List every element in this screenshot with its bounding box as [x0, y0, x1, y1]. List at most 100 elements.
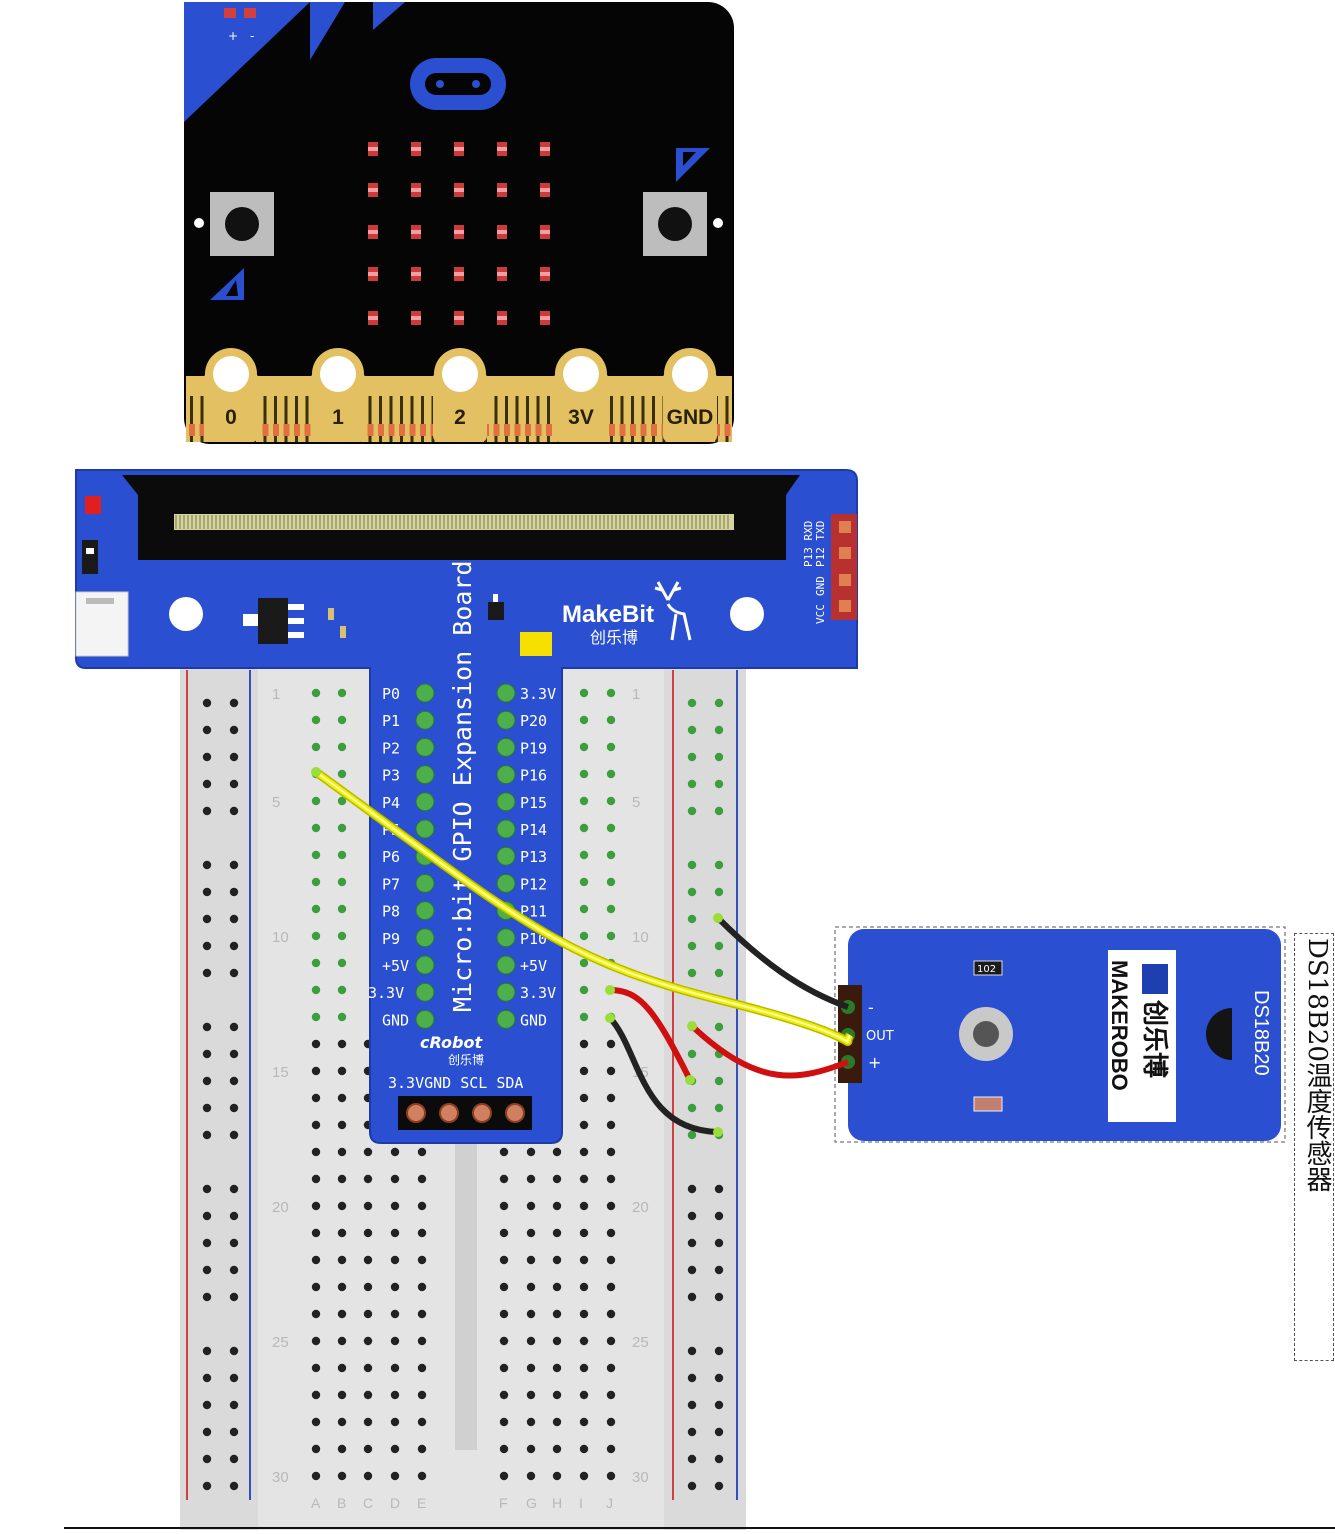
breadboard-hole — [417, 1201, 427, 1211]
transistor — [488, 602, 504, 620]
breadboard-hole — [363, 1174, 373, 1184]
breadboard-hole — [606, 1228, 616, 1238]
breadboard-hole — [202, 752, 212, 762]
resistor — [973, 960, 1003, 976]
pad-hole — [320, 356, 356, 392]
breadboard-hole — [390, 1363, 400, 1373]
wire-end — [687, 1021, 697, 1031]
breadboard-hole — [606, 715, 616, 725]
led-highlight — [368, 316, 378, 320]
breadboard-hole — [337, 1363, 347, 1373]
breadboard-hole — [417, 1417, 427, 1427]
breadboard-hole — [229, 698, 239, 708]
breadboard-hole — [202, 968, 212, 978]
breadboard-hole — [579, 931, 589, 941]
gpio-pin-rows: P0P1P2P3P4P5P6P7P8P9+5V3.3VGND3.3VP20P19… — [368, 683, 556, 1029]
breadboard-hole — [687, 1130, 697, 1140]
breadboard-hole — [229, 1292, 239, 1302]
mount-hole-inner — [973, 1021, 999, 1047]
breadboard-hole — [606, 1120, 616, 1130]
gpio-left-label: +5V — [382, 957, 409, 975]
breadboard-hole — [526, 1201, 536, 1211]
breadboard-hole — [687, 968, 697, 978]
breadboard-hole — [687, 752, 697, 762]
breadboard-hole — [606, 1039, 616, 1049]
breadboard-hole — [202, 887, 212, 897]
microbit-corner-small — [373, 2, 405, 30]
breadboard-hole — [687, 1400, 697, 1410]
regulator-tab — [243, 614, 258, 626]
breadboard-hole — [606, 1093, 616, 1103]
gpio-left-pin — [415, 955, 435, 975]
breadboard-hole — [337, 1066, 347, 1076]
breadboard-hole — [390, 1255, 400, 1265]
edge-strip — [547, 396, 550, 442]
expansion-board: MakeBit 创乐博 P13 RXD P12 TXD GND VCC Micr… — [75, 469, 858, 1144]
gpio-left-label: GND — [382, 1011, 409, 1029]
led-highlight — [540, 147, 550, 151]
edge-strip — [295, 396, 298, 442]
battery-indicator — [244, 8, 256, 18]
breadboard-hole — [606, 877, 616, 887]
breadboard-hole — [714, 1400, 724, 1410]
brand-logo: MakeBit — [562, 601, 654, 628]
chip-label: DS18B20 — [1250, 990, 1272, 1076]
pad-label: 1 — [332, 406, 344, 429]
edge-strip-contact — [651, 424, 657, 436]
logo-dot — [436, 80, 444, 88]
gpio-left-pin — [415, 710, 435, 730]
breadboard-hole — [606, 1282, 616, 1292]
breadboard-hole — [499, 1309, 509, 1319]
caption-box: DS18B20温度传感器 — [1294, 933, 1334, 1361]
breadboard-hole — [417, 1309, 427, 1319]
edge-strip-contact — [283, 424, 290, 436]
button-a[interactable] — [194, 192, 274, 300]
breadboard-hole — [606, 742, 616, 752]
breadboard-hole — [337, 1336, 347, 1346]
breadboard-hole — [311, 904, 321, 914]
breadboard-hole — [526, 1471, 536, 1481]
button-b-cap[interactable] — [658, 207, 692, 241]
breadboard-hole — [579, 823, 589, 833]
breadboard-hole — [202, 860, 212, 870]
led-highlight — [497, 188, 507, 192]
breadboard-hole — [579, 1363, 589, 1373]
breadboard-center-channel — [455, 1100, 477, 1450]
gpio-left-pin — [415, 765, 435, 785]
edge-strip-contact — [199, 424, 206, 436]
breadboard-hole — [606, 688, 616, 698]
wire-black-a — [607, 1015, 719, 1135]
edge-strip — [400, 396, 403, 442]
gpio-left-pin — [415, 928, 435, 948]
breadboard-hole — [363, 1201, 373, 1211]
breadboard-hole — [229, 1022, 239, 1032]
breadboard-hole — [687, 1292, 697, 1302]
breadboard-hole — [606, 1174, 616, 1184]
gpio-right-label: P11 — [520, 903, 547, 921]
breadboard-hole — [714, 1292, 724, 1302]
wire-end — [713, 913, 723, 923]
breadboard-hole — [311, 1174, 321, 1184]
breadboard-hole — [417, 1390, 427, 1400]
gpio-left-label: P3 — [382, 767, 400, 785]
breadboard-hole — [229, 725, 239, 735]
breadboard-hole — [579, 1255, 589, 1265]
breadboard-hole — [311, 985, 321, 995]
breadboard-hole — [687, 1238, 697, 1248]
wire-yellow-highlight — [315, 771, 851, 1043]
breadboard-hole — [714, 698, 724, 708]
breadboard-hole — [606, 796, 616, 806]
wire-end — [311, 767, 321, 777]
breadboard-hole — [229, 752, 239, 762]
row-number: 5 — [632, 794, 640, 811]
edge-strip-contact — [399, 424, 405, 436]
i2c-pin — [505, 1103, 525, 1123]
wire-end — [685, 1075, 695, 1085]
column-letter: D — [390, 1495, 400, 1511]
gpio-left-label: P7 — [382, 875, 400, 893]
breadboard-hole — [579, 796, 589, 806]
button-a-cap[interactable] — [225, 207, 259, 241]
button-b[interactable] — [643, 148, 723, 256]
breadboard-hole — [579, 1093, 589, 1103]
